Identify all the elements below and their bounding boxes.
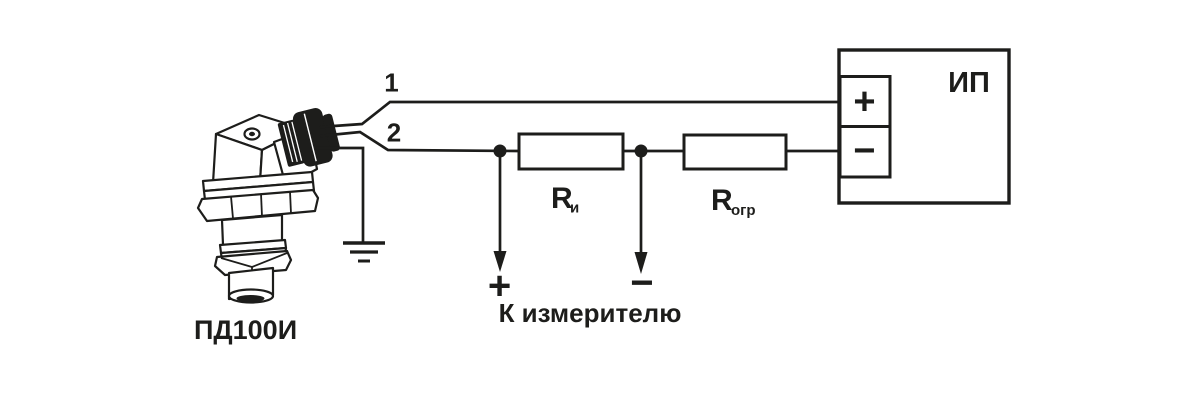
measure-plus-label: + [488,264,511,308]
psu-minus-terminal-label: − [853,130,875,172]
wire-1 [319,100,840,129]
junction-dot-left [493,144,507,158]
sensor-label: ПД100И [194,315,297,345]
wire-2-label: 2 [387,118,401,148]
limiting-resistor-label: R [711,184,733,217]
load-resistor-subscript: и [570,200,579,217]
load-resistor-box [517,132,625,171]
measure-minus-label: − [630,261,653,305]
junction-dot-right [634,144,648,158]
pressure-sensor-illustration [196,107,340,304]
pressure-port-face [236,295,265,302]
hex-nut-upper [196,188,320,223]
load-resistor-label: R [551,182,573,215]
limiting-resistor-box [682,133,788,171]
measure-caption: К измерителю [499,298,682,328]
wire-2 [319,130,520,153]
measure-minus-arrow-icon [634,153,648,274]
wire-1-label: 1 [384,68,398,98]
psu-plus-terminal-label: + [853,81,875,123]
psu-minus-terminal-box [838,125,892,179]
psu-label: ИП [948,67,990,99]
measure-plus-arrow-icon [493,153,507,272]
limiting-resistor-subscript: огр [731,202,756,219]
cable-gland-icon [277,107,340,167]
housing-screw-slot [249,131,255,137]
ground-symbol-icon [316,146,385,263]
